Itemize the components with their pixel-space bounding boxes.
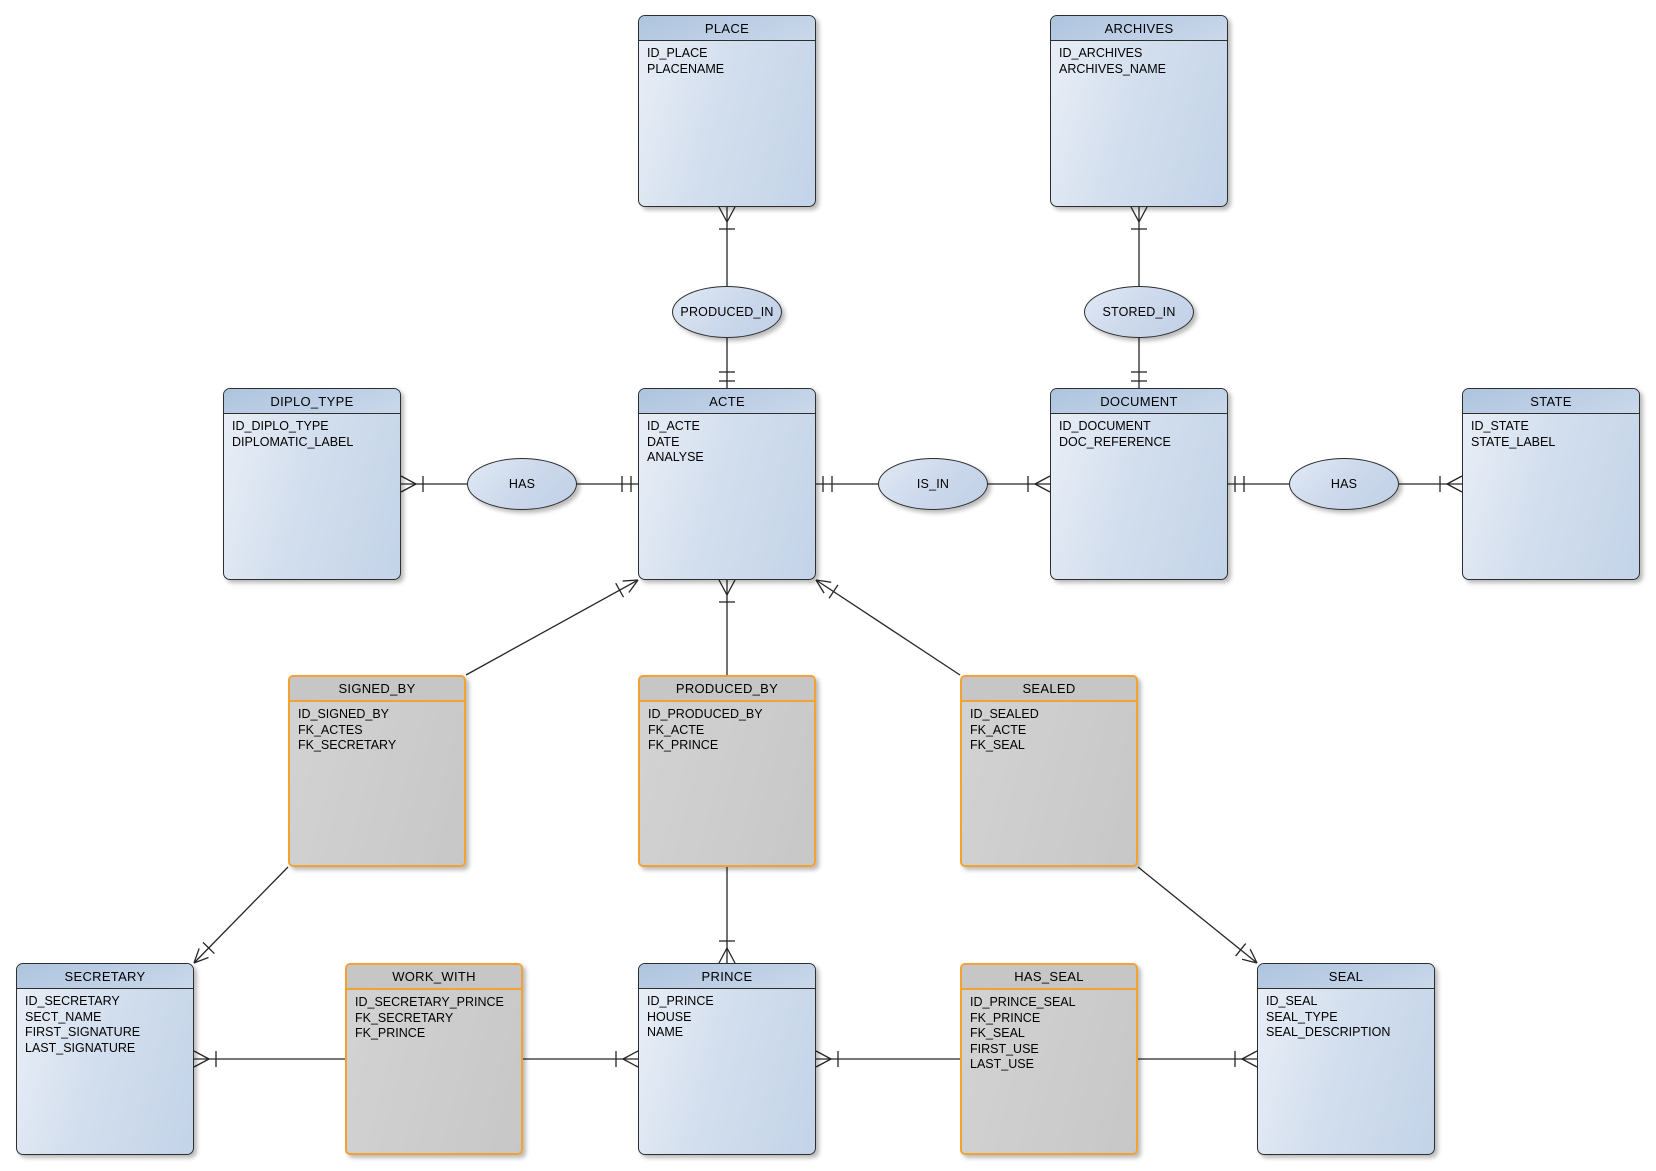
entity-attribute: ARCHIVES_NAME xyxy=(1059,61,1166,76)
entity-title: STATE xyxy=(1463,389,1639,414)
entity-attribute: ID_DIPLO_TYPE xyxy=(232,419,329,433)
entity-title: SEALED xyxy=(962,677,1136,702)
connector-prince--has_seal xyxy=(815,1050,960,1068)
entity-attribute: FIRST_USE xyxy=(970,1041,1039,1056)
entity-attribute: FK_SECRETARY xyxy=(298,738,397,752)
relationship-is_in-3[interactable]: IS_IN xyxy=(878,458,988,510)
entity-attribute: ID_SIGNED_BY xyxy=(298,707,390,721)
entity-attribute: DATE xyxy=(647,434,680,449)
entity-attribute: SEAL_TYPE xyxy=(1266,1009,1338,1024)
entity-attribute: FK_ACTES xyxy=(298,722,363,737)
entity-attribute: ID_STATE xyxy=(1471,419,1529,433)
entity-attribute: FK_SEAL xyxy=(970,1026,1025,1040)
entity-attribute: ANALYSE xyxy=(647,450,704,464)
entity-title: ARCHIVES xyxy=(1051,16,1227,41)
entity-attribute: ID_ARCHIVES xyxy=(1059,46,1143,60)
connector-work_with--prince xyxy=(523,1050,639,1068)
entity-title: SECRETARY xyxy=(17,964,193,989)
entity-attribute: HOUSE xyxy=(647,1009,692,1024)
entity-attribute: ID_SECRETARY_PRINCE xyxy=(355,995,504,1009)
connector-acte--signed_by xyxy=(465,579,639,676)
entity-attribute: PLACENAME xyxy=(647,61,725,76)
connector-acte--sealed xyxy=(815,579,961,676)
connector-has_seal--seal xyxy=(1138,1050,1258,1068)
entity-title: ACTE xyxy=(639,389,815,414)
entity-attribute: FK_PRINCE xyxy=(648,738,719,752)
entity-attribute: ID_SEAL xyxy=(1266,994,1318,1008)
entity-title: DOCUMENT xyxy=(1051,389,1227,414)
entity-attribute: FK_PRINCE xyxy=(355,1026,426,1040)
entity-attribute: SEAL_DESCRIPTION xyxy=(1266,1025,1391,1039)
entity-title: HAS_SEAL xyxy=(962,965,1136,990)
entity-title: SIGNED_BY xyxy=(290,677,464,702)
connector-sealed--seal xyxy=(1137,866,1258,964)
entity-attribute: ID_DOCUMENT xyxy=(1059,419,1151,433)
relationship-stored_in-1[interactable]: STORED_IN xyxy=(1084,286,1194,338)
entity-attribute: DOC_REFERENCE xyxy=(1059,434,1171,449)
entity-attribute: ID_ACTE xyxy=(647,419,700,433)
connector-secretary--work_with xyxy=(193,1050,345,1068)
entity-title: PLACE xyxy=(639,16,815,41)
entity-attribute: FIRST_SIGNATURE xyxy=(25,1025,141,1039)
entity-attribute: LAST_USE xyxy=(970,1057,1034,1071)
entity-attribute: ID_SECRETARY xyxy=(25,994,120,1008)
entity-title: SEAL xyxy=(1258,964,1434,989)
entity-attribute: FK_SECRETARY xyxy=(355,1010,454,1025)
entity-attribute: SECT_NAME xyxy=(25,1009,102,1024)
relationship-produced_in-0[interactable]: PRODUCED_IN xyxy=(672,286,782,338)
entity-attribute: ID_SEALED xyxy=(970,707,1039,721)
entity-title: PRODUCED_BY xyxy=(640,677,814,702)
entity-attribute: FK_PRINCE xyxy=(970,1010,1041,1025)
entity-attribute: FK_ACTE xyxy=(970,722,1027,737)
entity-attribute: STATE_LABEL xyxy=(1471,434,1556,449)
connector-acte--produced_by xyxy=(718,579,736,675)
entity-attribute: ID_PRODUCED_BY xyxy=(648,707,763,721)
entity-attribute: LAST_SIGNATURE xyxy=(25,1040,136,1055)
entity-attribute: ID_PRINCE_SEAL xyxy=(970,995,1076,1009)
entity-title: PRINCE xyxy=(639,964,815,989)
entity-title: DIPLO_TYPE xyxy=(224,389,400,414)
entity-title: WORK_WITH xyxy=(347,965,521,990)
entity-attribute: ID_PRINCE xyxy=(647,994,714,1008)
relationship-has-4[interactable]: HAS xyxy=(1289,458,1399,510)
connector-signed_by--secretary xyxy=(193,866,289,964)
entity-attribute: ID_PLACE xyxy=(647,46,708,60)
entity-attribute: DIPLOMATIC_LABEL xyxy=(232,434,354,449)
entity-attribute: FK_SEAL xyxy=(970,738,1025,752)
connector-produced_by--prince xyxy=(718,867,736,964)
relationship-has-2[interactable]: HAS xyxy=(467,458,577,510)
entity-attribute: FK_ACTE xyxy=(648,722,705,737)
entity-attribute: NAME xyxy=(647,1025,684,1039)
